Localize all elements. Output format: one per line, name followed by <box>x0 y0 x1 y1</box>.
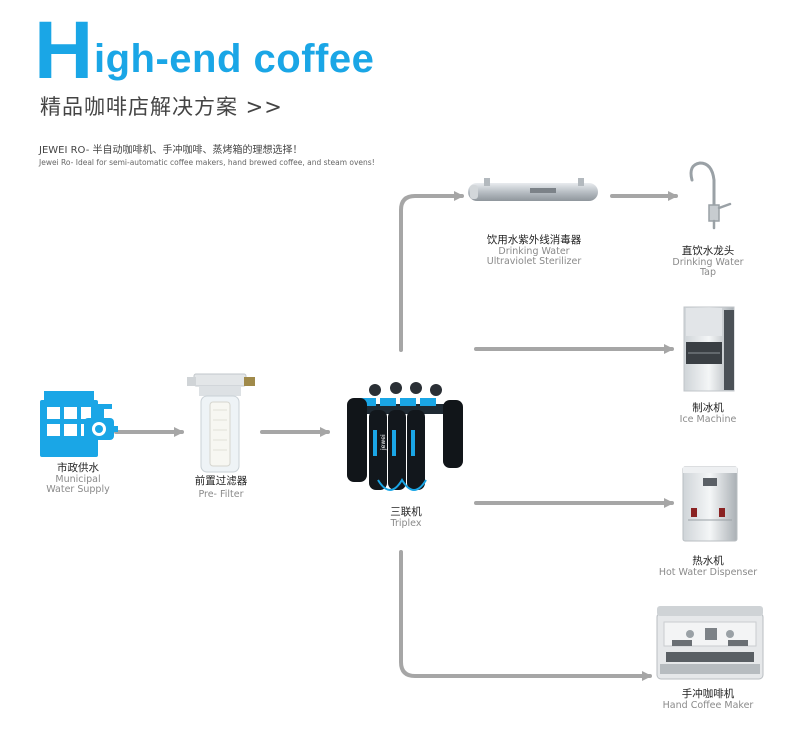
arrow-triplex-to-coffee <box>399 550 652 681</box>
prefilter-label-cn: 前置过滤器 <box>194 475 248 487</box>
triplex-label-cn: 三联机 <box>390 506 422 518</box>
coffee-label-cn: 手冲咖啡机 <box>681 688 735 700</box>
tagline-en: Jewei Ro- Ideal for semi-automatic coffe… <box>39 158 375 167</box>
triplex-label: 三联机 Triplex <box>336 506 476 529</box>
uv-label-en2: Ultraviolet Sterilizer <box>486 256 582 267</box>
tap-label-cn: 直饮水龙头 <box>681 245 735 257</box>
prefilter-label-en: Pre- Filter <box>198 489 244 500</box>
uv-label-en1: Drinking Water <box>498 246 570 257</box>
filter-brand-text: jewei <box>380 434 387 451</box>
title-initial: H <box>34 5 94 96</box>
ice-label-cn: 制冰机 <box>692 402 724 414</box>
tap-label: 直饮水龙头 Drinking Water Tap <box>638 245 778 278</box>
prefilter-label: 前置过滤器 Pre- Filter <box>151 475 291 500</box>
tap-label-en2: Tap <box>699 267 717 278</box>
page-title: igh-end coffee <box>94 37 375 81</box>
page-subtitle: 精品咖啡店解决方案 >> <box>40 95 283 119</box>
municipal-label-cn: 市政供水 <box>57 462 99 474</box>
municipal-label-en1: Municipal <box>55 474 101 485</box>
drinking-tap-image <box>689 161 732 230</box>
uv-label-cn: 饮用水紫外线消毒器 <box>486 234 582 246</box>
triplex-label-en: Triplex <box>390 518 422 529</box>
tagline-cn: JEWEI RO- 半自动咖啡机、手冲咖啡、蒸烤箱的理想选择！ <box>39 145 303 156</box>
coffee-label: 手冲咖啡机 Hand Coffee Maker <box>638 688 778 711</box>
hot-label-en: Hot Water Dispenser <box>658 567 758 578</box>
hot-water-dispenser-image <box>682 466 738 542</box>
coffee-label-en: Hand Coffee Maker <box>662 700 754 711</box>
arrow-triplex-to-uv <box>399 191 464 352</box>
uv-label: 饮用水紫外线消毒器 Drinking Water Ultraviolet Ste… <box>464 234 604 267</box>
hot-label: 热水机 Hot Water Dispenser <box>638 555 778 578</box>
ice-label-en: Ice Machine <box>679 414 737 425</box>
hot-label-cn: 热水机 <box>692 555 724 567</box>
municipal-label-en2: Water Supply <box>46 484 110 495</box>
uv-sterilizer-image <box>468 178 598 201</box>
ice-label: 制冰机 Ice Machine <box>638 402 778 425</box>
ice-machine-image <box>683 306 735 392</box>
municipal-water-icon <box>40 391 118 457</box>
municipal-label: 市政供水 Municipal Water Supply <box>8 462 148 495</box>
triplex-filter-image <box>347 382 463 491</box>
coffee-machine-image <box>656 606 764 680</box>
pre-filter-image <box>187 373 255 473</box>
tap-label-en1: Drinking Water <box>672 257 744 268</box>
